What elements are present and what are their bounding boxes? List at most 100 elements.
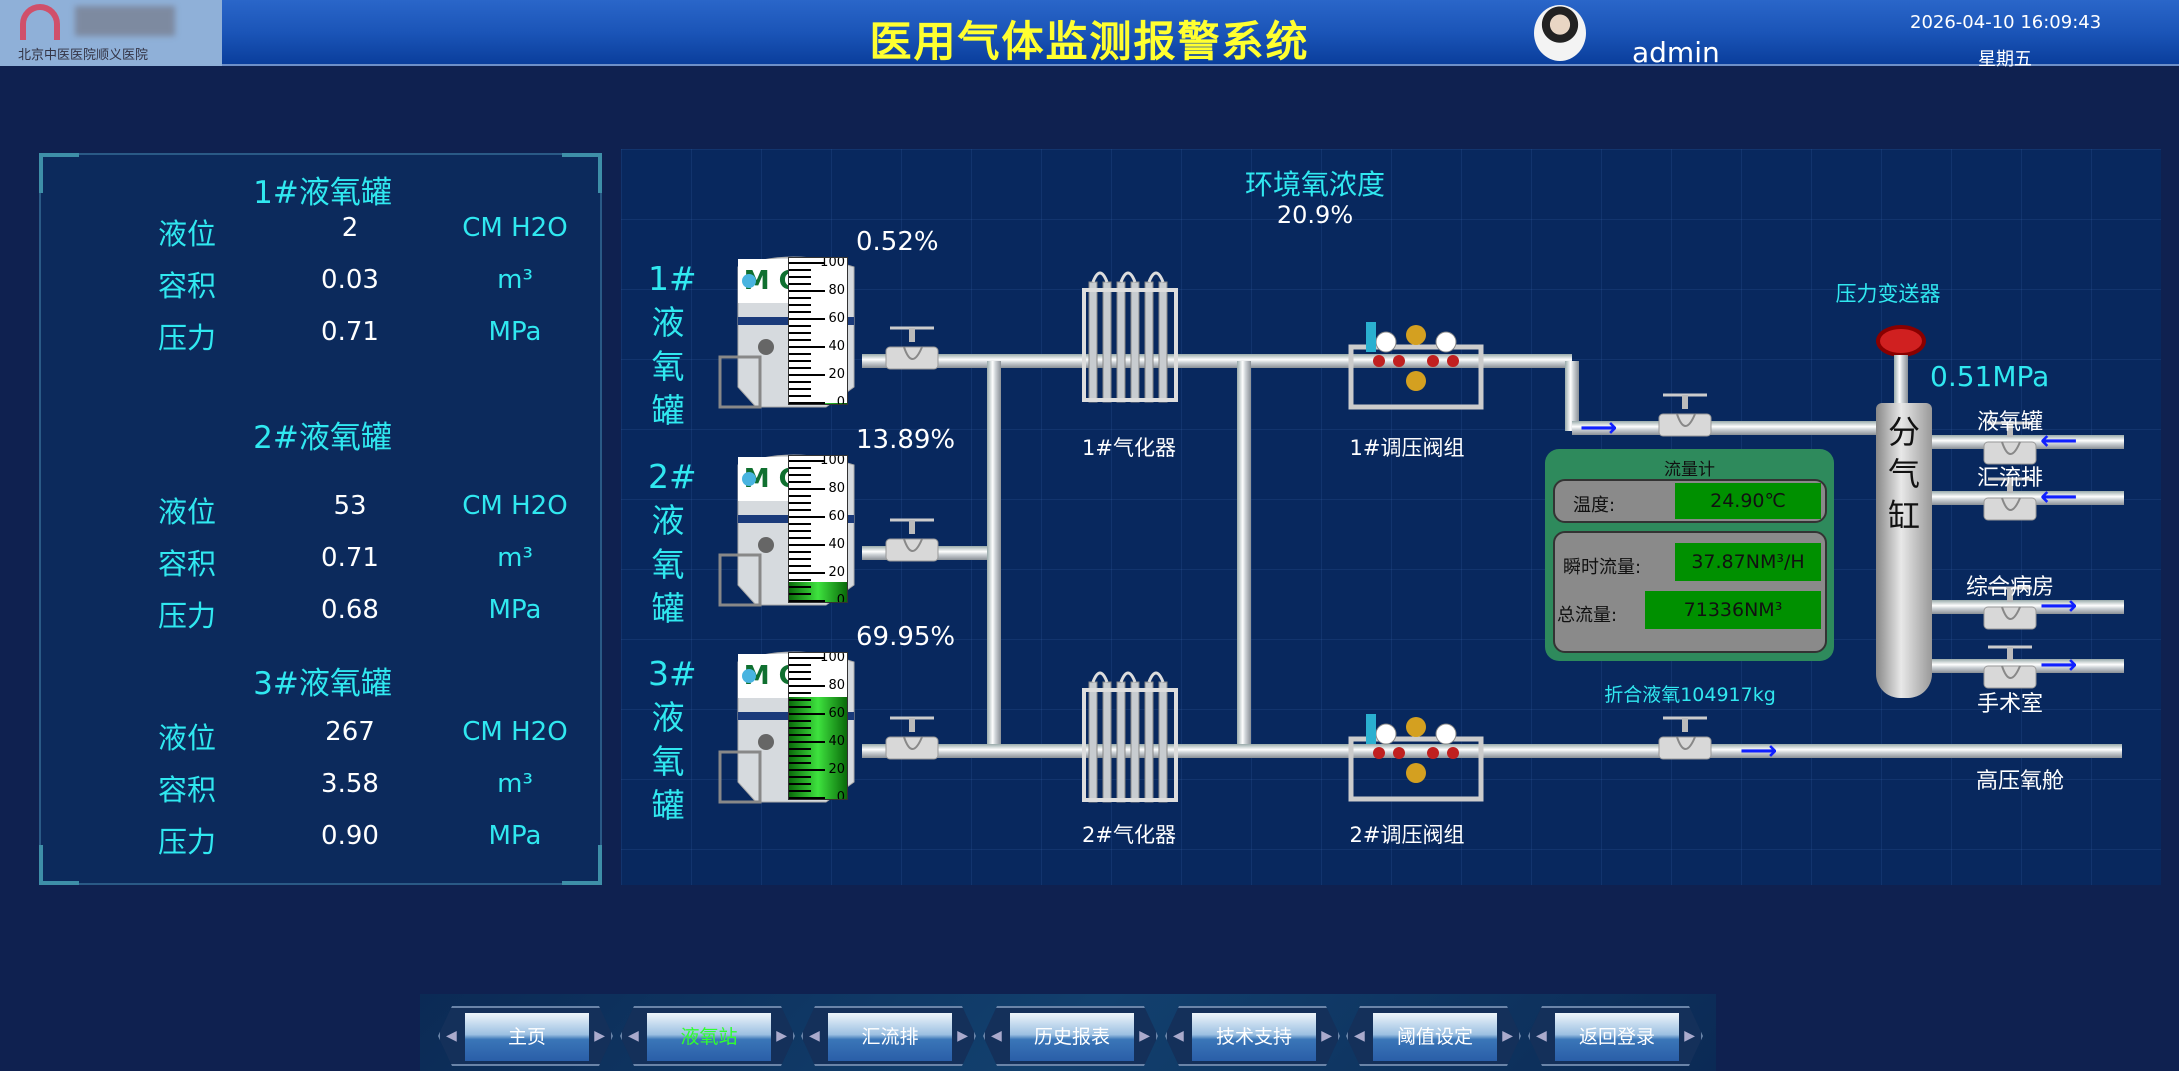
page-title: 医用气体监测报警系统: [869, 17, 1310, 66]
gauge-tick: [789, 558, 811, 560]
tank-label: 1#液氧罐: [648, 257, 697, 433]
gauge-tick: [789, 678, 811, 680]
gauge-tick: [789, 783, 811, 785]
vaporizer-icon[interactable]: [1081, 664, 1179, 810]
tank-label-char: 2#: [648, 457, 697, 496]
level-value: 53: [333, 491, 367, 521]
nav-button-label: 技术支持: [1192, 1013, 1316, 1061]
nav-button[interactable]: ◀▶汇流排: [801, 1006, 976, 1066]
gauge-tick-label: 0: [836, 593, 845, 603]
nav-button[interactable]: ◀▶返回登录: [1528, 1006, 1703, 1066]
gauge-tick: [789, 699, 811, 701]
flow-arrow-icon: ⟶: [2040, 650, 2078, 680]
valve-icon[interactable]: [1655, 715, 1715, 765]
flow-arrow-icon: ⟵: [2040, 482, 2078, 512]
pipe: [1565, 361, 1579, 431]
tank-label-char: 罐: [651, 391, 685, 430]
gauge-tick-label: 0: [836, 790, 845, 800]
gauge-tick: [789, 402, 825, 404]
nav-button[interactable]: ◀▶技术支持: [1165, 1006, 1340, 1066]
valve-icon[interactable]: [882, 325, 942, 375]
tank-label-char: 1#: [648, 259, 697, 298]
tank-label-char: 液: [651, 698, 685, 737]
tank-label: 2#液氧罐: [648, 455, 697, 631]
nav-button[interactable]: ◀▶液氧站: [620, 1006, 795, 1066]
username: admin: [1632, 36, 1720, 69]
valve-icon[interactable]: [1980, 644, 2040, 694]
gauge-tick: [789, 290, 825, 292]
gauge-tick: [789, 762, 811, 764]
gauge-tick: [789, 339, 811, 341]
regulator-valve-group-icon[interactable]: [1341, 317, 1491, 417]
vaporizer-1-label: 1#气化器: [1082, 436, 1176, 460]
pressure-value: 0.71: [321, 317, 379, 347]
regulator-valve-group-icon[interactable]: [1341, 709, 1491, 809]
vaporizer-icon[interactable]: [1081, 264, 1179, 410]
regulator-2-label: 2#调压阀组: [1349, 823, 1465, 847]
gauge-tick: [789, 769, 825, 771]
manifold-char: 气: [1887, 455, 1920, 493]
brand-dot-icon: [742, 669, 756, 683]
nav-button[interactable]: ◀▶阈值设定: [1346, 1006, 1521, 1066]
pressure-value: 0.68: [321, 595, 379, 625]
vaporizer-2-label: 2#气化器: [1082, 823, 1176, 847]
gauge-tick-label: 20: [828, 367, 845, 382]
total-flow-label: 总流量:: [1557, 605, 1618, 626]
gauge-tick: [789, 374, 825, 376]
pressure-unit: MPa: [488, 821, 542, 851]
gauge-tick: [789, 467, 811, 469]
gauge-tick: [789, 579, 811, 581]
manifold-pressure: 0.51MPa: [1930, 360, 2050, 393]
gauge-tick: [789, 565, 811, 567]
volume-value: 0.03: [321, 265, 379, 295]
nav-button-label: 液氧站: [647, 1013, 771, 1061]
gauge-tick: [789, 262, 825, 264]
logo-blurred: [75, 6, 175, 36]
volume-label: 容积: [157, 547, 216, 581]
gauge-tick-label: 60: [828, 509, 845, 524]
gauge-tick: [789, 671, 811, 673]
volume-label: 容积: [157, 269, 216, 303]
valve-icon[interactable]: [1655, 392, 1715, 442]
gauge-tick: [789, 790, 811, 792]
pipe: [1237, 361, 1251, 751]
valve-icon[interactable]: [882, 517, 942, 567]
pressure-transmitter-icon[interactable]: [1876, 325, 1926, 357]
volume-unit: m³: [497, 265, 533, 295]
gauge-tick: [789, 523, 811, 525]
valve-icon[interactable]: [882, 715, 942, 765]
tank-title: 1#液氧罐: [253, 175, 392, 211]
valve-icon[interactable]: [1980, 585, 2040, 635]
gauge-tick: [789, 593, 811, 595]
gauge-tick: [789, 346, 825, 348]
tank-label-char: 氧: [651, 545, 685, 584]
flow-arrow-icon: ⟶: [1580, 413, 1618, 443]
manifold-char: 缸: [1887, 497, 1920, 535]
valve-icon[interactable]: [1980, 420, 2040, 470]
valve-icon[interactable]: [1980, 476, 2040, 526]
gauge-tick: [789, 311, 811, 313]
gas-manifold-cylinder[interactable]: 分气缸: [1876, 403, 1932, 698]
nav-button[interactable]: ◀▶历史报表: [983, 1006, 1158, 1066]
user-avatar[interactable]: [1534, 5, 1586, 61]
chevron-left-icon: ◀: [809, 1028, 820, 1044]
gauge-tick-label: 100: [820, 257, 845, 270]
chevron-right-icon: ▶: [1502, 1028, 1513, 1044]
gauge-tick: [789, 741, 825, 743]
nav-button-label: 返回登录: [1555, 1013, 1679, 1061]
gauge-tick: [789, 544, 825, 546]
tank-label-char: 液: [651, 303, 685, 342]
pipe: [1572, 421, 1876, 435]
level-unit: CM H2O: [462, 213, 568, 243]
gauge-tick-label: 100: [820, 455, 845, 468]
gauge-tick: [789, 516, 825, 518]
total-flow-value: 71336NM³: [1645, 591, 1821, 629]
gauge-tick: [789, 586, 811, 588]
instant-flow-label: 瞬时流量:: [1563, 557, 1642, 578]
chevron-right-icon: ▶: [594, 1028, 605, 1044]
nav-button[interactable]: ◀▶主页: [438, 1006, 613, 1066]
